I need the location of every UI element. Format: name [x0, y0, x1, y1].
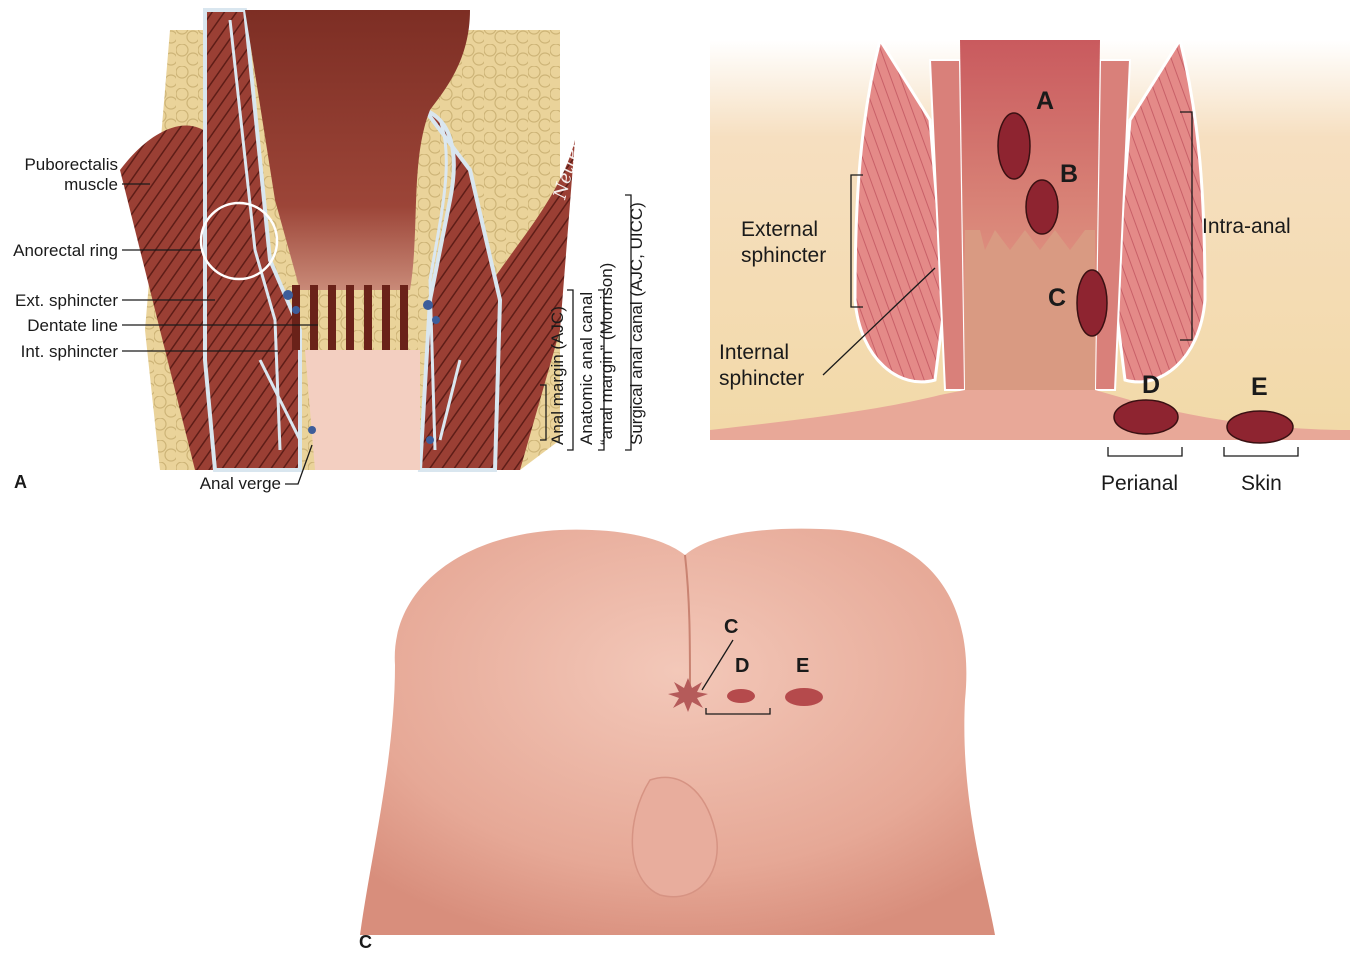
marker-c-d: D	[735, 655, 749, 677]
panel-label-c: C	[359, 932, 372, 952]
label-int-sphincter: Int. sphincter	[21, 342, 119, 361]
marker-d: D	[1142, 371, 1160, 399]
label-anatomic-canal-2: “anal margin” (Morrison)	[597, 263, 616, 445]
panel-a-illustration: Netter after F. Craig	[120, 10, 618, 470]
bracket-skin	[1224, 447, 1298, 456]
label-anal-verge: Anal verge	[200, 474, 281, 493]
label-external-2: sphincter	[741, 244, 826, 267]
abscess-a	[998, 113, 1030, 179]
marker-a: A	[1036, 87, 1054, 115]
label-internal-1: Internal	[719, 341, 789, 364]
label-puborectalis-2: muscle	[64, 175, 118, 194]
abscess-b	[1026, 180, 1058, 234]
label-dentate-line: Dentate line	[27, 316, 118, 335]
label-ext-sphincter: Ext. sphincter	[15, 291, 118, 310]
panel-label-a: A	[14, 472, 27, 492]
label-skin: Skin	[1241, 472, 1282, 495]
dentate-region	[965, 230, 1095, 390]
panel-c-illustration	[360, 529, 995, 935]
label-anorectal-ring: Anorectal ring	[13, 241, 118, 260]
label-puborectalis-1: Puborectalis	[24, 155, 118, 174]
label-anatomic-canal-1: Anatomic anal canal	[577, 292, 596, 445]
label-anal-margin: Anal margin (AJC)	[548, 306, 567, 445]
label-internal-2: sphincter	[719, 367, 804, 390]
label-surgical-canal: Surgical anal canal (AJC, UICC)	[627, 202, 646, 445]
abscess-c	[1077, 270, 1107, 336]
abscess-d	[1114, 400, 1178, 434]
marker-c: C	[1048, 284, 1066, 312]
marker-e: E	[1251, 373, 1268, 401]
lesion-c-e	[785, 688, 823, 706]
marker-c-e: E	[796, 655, 809, 677]
marker-c-c: C	[724, 616, 738, 638]
anoderm	[305, 350, 420, 470]
label-external-1: External	[741, 218, 818, 241]
label-perianal: Perianal	[1101, 472, 1178, 495]
label-intra-anal: Intra-anal	[1202, 215, 1291, 238]
lesion-c-d	[727, 689, 755, 703]
abscess-e	[1227, 411, 1293, 443]
bracket-perianal	[1108, 447, 1182, 456]
marker-b: B	[1060, 160, 1078, 188]
